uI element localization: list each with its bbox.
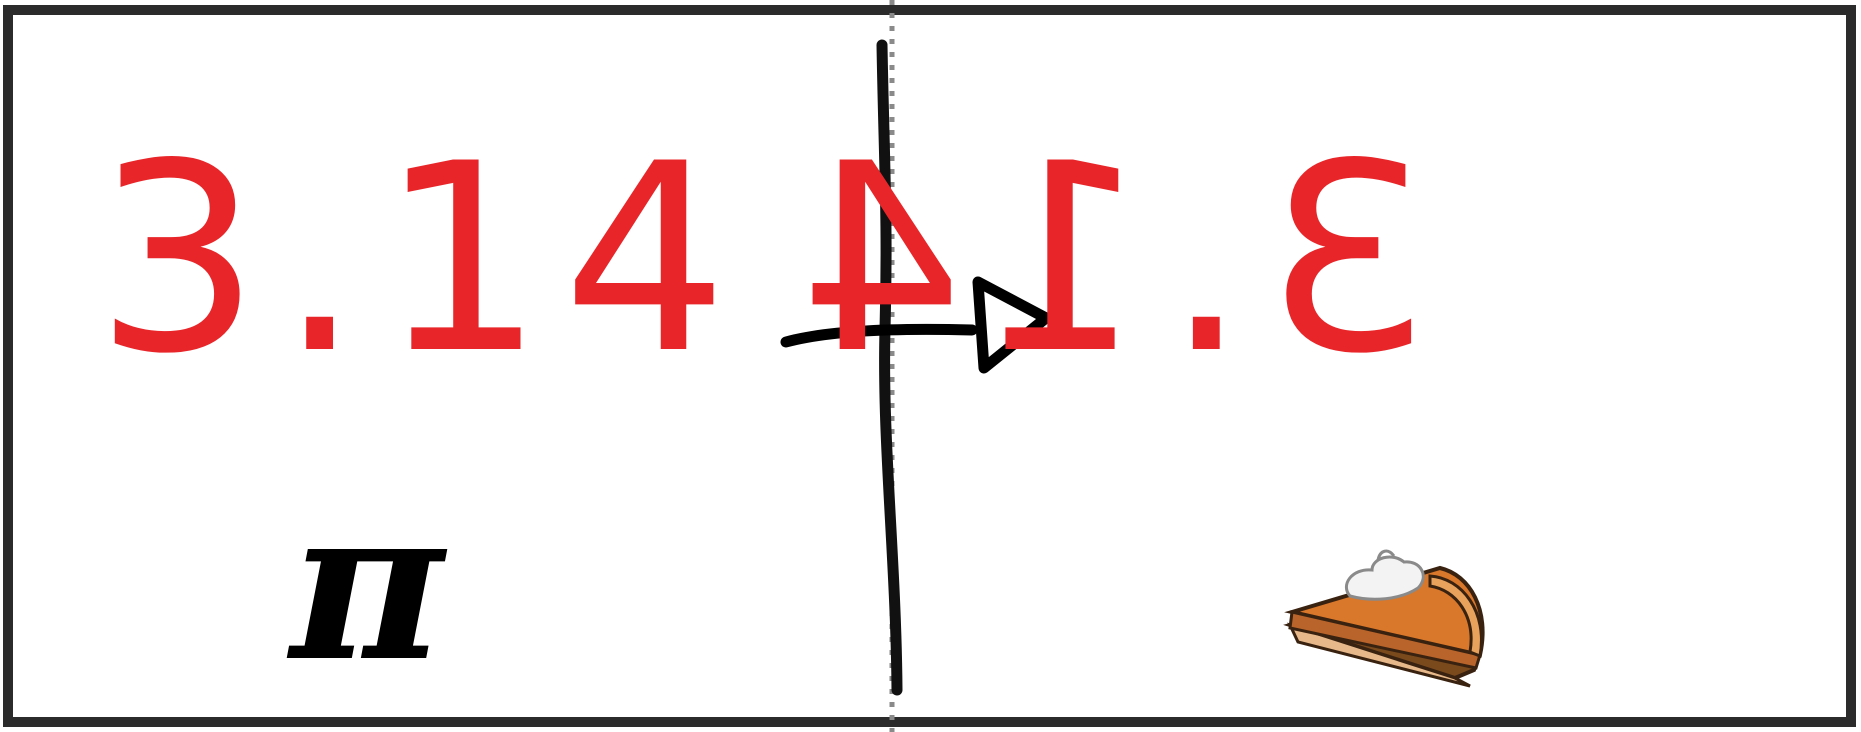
- original-number: 3.14: [95, 130, 746, 390]
- mirrored-number: 3.14: [780, 130, 1431, 390]
- pumpkin-pie-icon: [1290, 551, 1483, 686]
- pi-icon: π: [290, 480, 444, 690]
